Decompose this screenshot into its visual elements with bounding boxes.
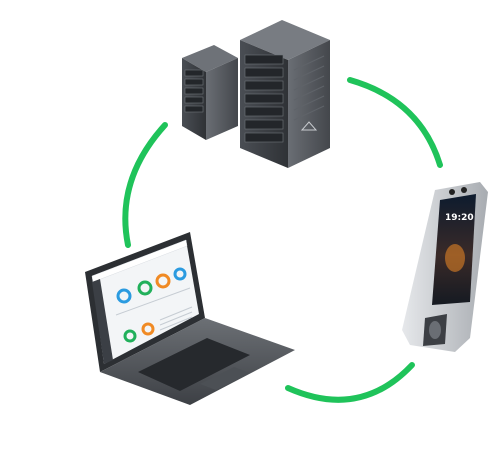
server-tower-icon — [182, 20, 330, 168]
ring-arc-left — [122, 122, 168, 248]
dashboard-screen — [91, 239, 193, 364]
laptop-icon — [85, 232, 295, 405]
ring-arc-bottom — [285, 362, 415, 403]
device-clock: 19:20 — [445, 213, 474, 223]
face-recognition-terminal-icon: 19:20 — [402, 182, 488, 352]
connection-ring — [122, 77, 443, 403]
ring-arc-top-right — [347, 77, 443, 168]
fingerprint-sensor-icon — [423, 314, 447, 346]
